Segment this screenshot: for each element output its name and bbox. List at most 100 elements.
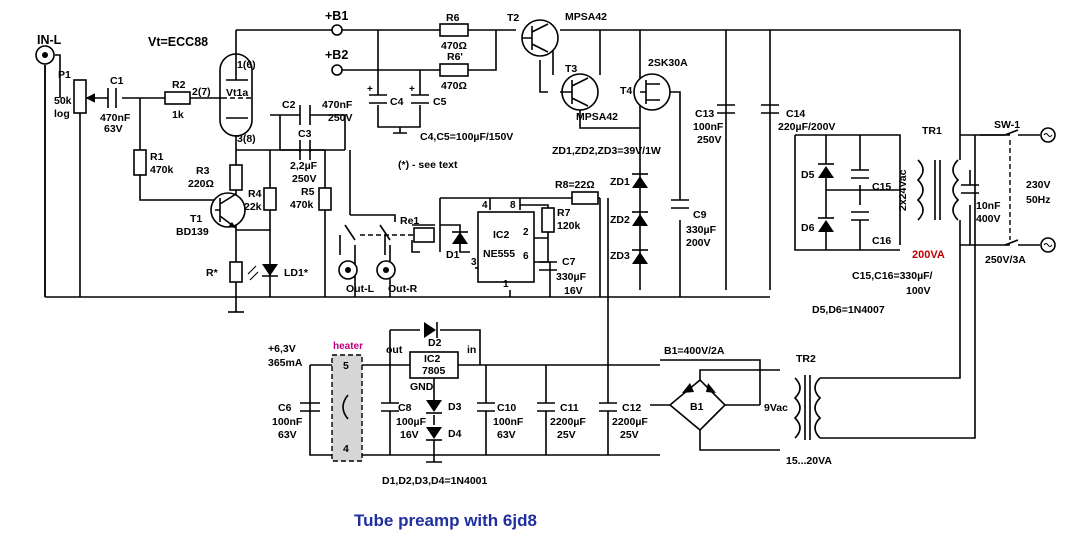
label-c1516-v: 100V <box>906 285 931 297</box>
label-c7-v: 16V <box>564 285 583 297</box>
label-r5: R5 <box>301 186 315 198</box>
label-c10-val: 100nF <box>493 416 524 428</box>
label-c1516-note: C15,C16=330µF/ <box>852 270 933 282</box>
label-pin6: 6 <box>523 251 529 262</box>
label-zd-note: ZD1,ZD2,ZD3=39V/1W <box>552 145 661 157</box>
label-rstar: R* <box>206 267 219 279</box>
label-c6: C6 <box>278 402 292 414</box>
label-r7: R7 <box>557 207 571 219</box>
label-c9-val: 330µF <box>686 224 717 236</box>
label-mains: 230V <box>1026 179 1051 191</box>
d1-diode <box>452 231 468 244</box>
label-tr2: TR2 <box>796 353 816 365</box>
label-r6p: R6' <box>447 51 463 63</box>
label-r1: R1 <box>150 151 164 163</box>
label-vt1a: Vt1a <box>226 87 248 99</box>
p1-potentiometer <box>73 79 95 114</box>
label-in: in <box>467 344 476 356</box>
label-pin1b: 1 <box>503 279 509 290</box>
t4-fet <box>633 73 671 111</box>
input-jack <box>35 45 55 65</box>
label-sw1: SW-1 <box>994 119 1020 131</box>
label-c45-note: C4,C5=100µF/150V <box>420 131 513 143</box>
label-c11-val: 2200µF <box>550 416 586 428</box>
label-c13-v: 250V <box>697 134 722 146</box>
label-c3-v: 250V <box>292 173 317 185</box>
label-d56-note: D5,D6=1N4007 <box>812 304 885 316</box>
label-c11: C11 <box>560 402 579 414</box>
c13-capacitor <box>717 104 735 114</box>
label-re1: Re1 <box>400 215 419 227</box>
label-t3-type: MPSA42 <box>576 111 618 123</box>
label-h5: 5 <box>343 360 349 372</box>
r1-resistor <box>133 149 147 176</box>
ld1-led <box>247 260 278 297</box>
label-c12-v: 25V <box>620 429 639 441</box>
label-d-note: D1,D2,D3,D4=1N4001 <box>382 475 488 487</box>
label-b1: +B1 <box>325 9 348 23</box>
label-p1-val: 50k <box>54 95 72 107</box>
t1-transistor <box>210 192 246 229</box>
label-b2: +B2 <box>325 48 348 62</box>
label-c11-v: 25V <box>557 429 576 441</box>
label-t4-type: 2SK30A <box>648 57 688 69</box>
label-c6-val: 100nF <box>272 416 303 428</box>
label-pin2b: 2 <box>523 227 529 238</box>
r5-resistor <box>318 187 332 211</box>
label-c12: C12 <box>622 402 641 414</box>
label-out: out <box>386 344 403 356</box>
r8-resistor <box>571 191 599 205</box>
label-r3-val: 220Ω <box>188 178 214 190</box>
label-c3: C3 <box>298 128 312 140</box>
label-mains-hz: 50Hz <box>1026 194 1051 206</box>
label-reg: 7805 <box>422 365 446 377</box>
label-c13-val: 100nF <box>693 121 724 133</box>
label-d2: D2 <box>428 337 442 349</box>
output-jacks <box>338 260 396 280</box>
r2-resistor <box>164 91 191 105</box>
label-out-r: Out-R <box>388 283 418 295</box>
label-c2: C2 <box>282 99 296 111</box>
label-ne555: NE555 <box>483 248 515 260</box>
rstar-resistor <box>229 261 243 283</box>
label-see-text: (*) - see text <box>398 159 458 171</box>
r6-resistor <box>439 23 469 37</box>
label-r6p-val: 470Ω <box>441 80 467 92</box>
label-r6: R6 <box>446 12 460 24</box>
label-c9-v: 200V <box>686 237 711 249</box>
label-ma: 365mA <box>268 357 303 369</box>
page-title: Tube preamp with 6jd8 <box>354 511 537 530</box>
c9-capacitor <box>671 199 689 209</box>
label-c8-val: 100µF <box>396 416 427 428</box>
label-tr2-sec: 9Vac <box>764 402 788 414</box>
label-c6-v: 63V <box>278 429 297 441</box>
label-c2-v: 250V <box>328 112 353 124</box>
label-c16: C16 <box>872 235 891 247</box>
label-zd2: ZD2 <box>610 214 630 226</box>
label-p1: P1 <box>58 69 71 81</box>
label-vt: Vt=ECC88 <box>148 35 208 49</box>
label-c1-v: 63V <box>104 123 123 135</box>
label-c12-val: 2200µF <box>612 416 648 428</box>
label-bridge: B1 <box>690 401 704 413</box>
label-r4-val: 22k <box>244 201 262 213</box>
label-c10nf-v: 400V <box>976 213 1001 225</box>
label-heater: heater <box>333 341 363 352</box>
label-c2-val: 470nF <box>322 99 353 111</box>
label-t2: T2 <box>507 12 519 24</box>
label-c4: C4 <box>390 96 404 108</box>
label-c9: C9 <box>693 209 707 221</box>
label-gnd: GND <box>410 381 434 393</box>
label-c13: C13 <box>695 108 714 120</box>
label-out-l: Out-L <box>346 283 375 295</box>
label-c8-v: 16V <box>400 429 419 441</box>
label-tr2-va: 15...20VA <box>786 455 832 467</box>
label-pin3: 3(8) <box>237 133 256 145</box>
label-tr1: TR1 <box>922 125 942 137</box>
label-pin4: 4 <box>482 200 488 211</box>
r7-resistor <box>541 207 555 233</box>
label-d3: D3 <box>448 401 462 413</box>
label-t3: T3 <box>565 63 577 75</box>
